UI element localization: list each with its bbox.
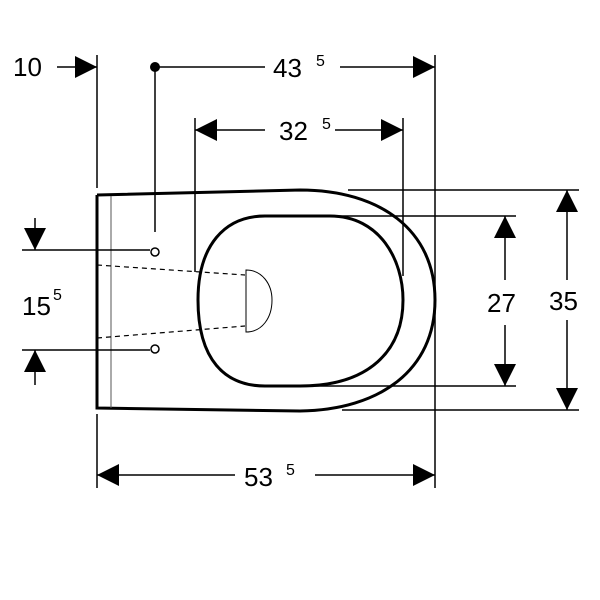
fixing-hole-bottom <box>150 344 160 354</box>
dimension-10: 10 <box>13 52 97 82</box>
dimension-15-5: 15 5 <box>22 218 62 385</box>
svg-text:15: 15 <box>22 291 51 321</box>
svg-text:32: 32 <box>279 116 308 146</box>
dimension-35: 35 <box>549 190 578 410</box>
svg-text:43: 43 <box>273 53 302 83</box>
dim-10-label: 10 <box>13 52 42 82</box>
outlet <box>245 269 273 333</box>
extension-lines <box>22 55 579 488</box>
dimension-27: 27 <box>487 216 516 386</box>
toilet-body <box>95 188 437 413</box>
dimension-43-5: 43 5 <box>150 53 435 83</box>
svg-text:5: 5 <box>316 53 325 70</box>
svg-text:35: 35 <box>549 286 578 316</box>
svg-text:53: 53 <box>244 462 273 492</box>
svg-text:5: 5 <box>53 287 62 304</box>
seat-opening <box>196 214 405 388</box>
svg-text:5: 5 <box>322 116 331 133</box>
svg-text:27: 27 <box>487 288 516 318</box>
dimension-32-5: 32 5 <box>195 116 403 146</box>
dimension-53-5: 53 5 <box>97 462 435 492</box>
svg-text:5: 5 <box>286 462 295 479</box>
fixing-hole-top <box>150 247 160 257</box>
